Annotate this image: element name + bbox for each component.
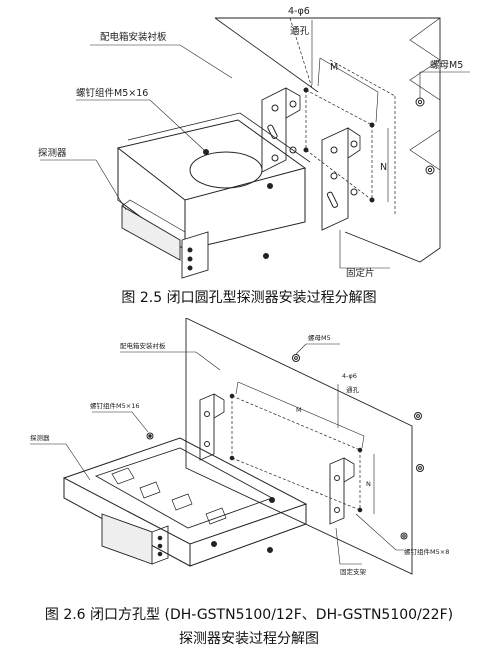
figure-2-svg: 配电箱安装衬板 螺母M5 4-φ6 通孔 螺钉组件M5×16 探测器 固定支架 … [30, 318, 449, 576]
label-bracket: 固定支架 [340, 567, 367, 576]
detector-top [62, 437, 308, 545]
label-holes-top: 4-φ6 [288, 6, 310, 17]
label-dim-m: M [330, 62, 338, 73]
bracket-lower [321, 127, 349, 231]
figure-1-svg: 配电箱安装衬板 螺钉组件M5×16 探测器 4-φ6 通孔 螺母M5 固定片 M… [38, 6, 470, 279]
figure-1-drawing: 配电箱安装衬板 螺钉组件M5×16 探测器 4-φ6 通孔 螺母M5 固定片 M… [0, 0, 498, 282]
label-screw: 螺钉组件M5×16 [76, 87, 148, 99]
label-dim-m: M [296, 406, 302, 414]
label-bracket: 固定片 [346, 267, 375, 279]
figure-1-caption: 图 2.5 闭口圆孔型探测器安装过程分解图 [121, 290, 377, 306]
nut-icon [415, 97, 425, 107]
figure-2-caption-line-2: 探测器安装过程分解图 [179, 631, 319, 647]
label-panel: 配电箱安装衬板 [120, 341, 166, 350]
bracket-left [199, 393, 215, 461]
label-nut: 螺母M5 [430, 60, 463, 71]
label-dim-n: N [366, 480, 371, 488]
figure-2-drawing: 配电箱安装衬板 螺母M5 4-φ6 通孔 螺钉组件M5×16 探测器 固定支架 … [0, 318, 498, 594]
label-panel: 配电箱安装衬板 [100, 31, 167, 43]
bracket-right [329, 457, 345, 525]
panel-edge-left [214, 17, 319, 93]
figure-2-caption-line-1: 图 2.6 闭口方孔型 (DH-GSTN5100/12F、DH-GSTN5100… [44, 607, 454, 623]
bracket-upper [261, 87, 287, 173]
label-detector: 探测器 [30, 433, 50, 442]
panel-board [185, 318, 413, 575]
label-holes-bottom: 通孔 [346, 385, 360, 394]
detector-hole [189, 151, 263, 189]
label-screw-left: 螺钉组件M5×16 [90, 401, 139, 410]
label-dim-n: N [380, 162, 387, 173]
label-screw-right: 螺钉组件M5×8 [404, 547, 449, 556]
label-holes-bottom: 通孔 [290, 26, 310, 37]
label-nut: 螺母M5 [308, 333, 331, 342]
panel-board [215, 17, 441, 263]
label-detector: 探测器 [38, 147, 67, 159]
label-holes-top: 4-φ6 [342, 372, 357, 380]
